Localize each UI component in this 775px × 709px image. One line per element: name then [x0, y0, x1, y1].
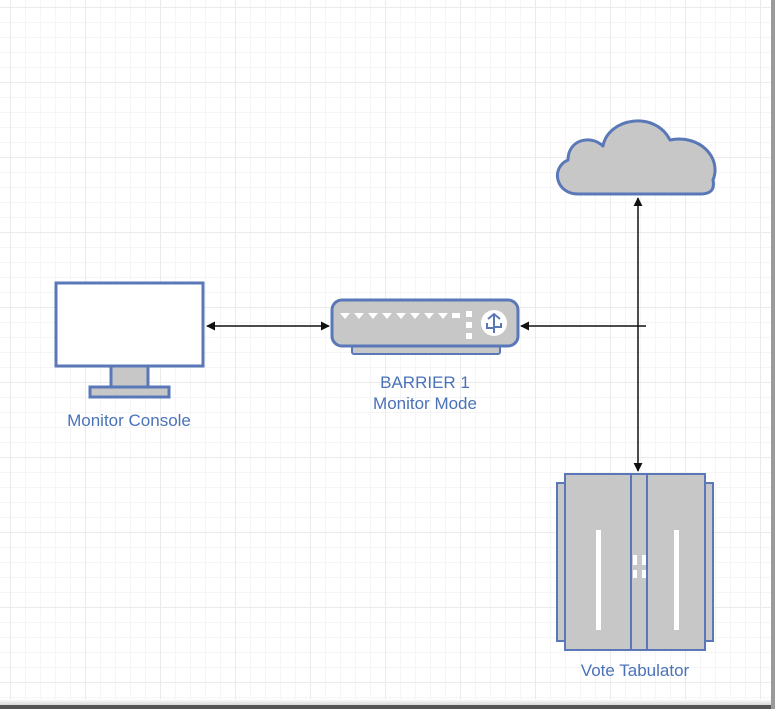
server-rack-icon [556, 473, 714, 651]
monitor-console-label: Monitor Console [67, 411, 191, 430]
cloud-icon [556, 119, 717, 196]
frame-shadow [0, 699, 775, 705]
barrier-label-line1: BARRIER 1 [380, 373, 470, 392]
network-switch-icon [330, 298, 520, 355]
monitor-icon [54, 281, 205, 399]
connectors [206, 197, 646, 472]
barrier-label-line2: Monitor Mode [373, 394, 477, 413]
vote-tabulator-label: Vote Tabulator [580, 661, 690, 680]
frame-border-bottom [0, 705, 775, 709]
frame-border-right [771, 0, 775, 709]
